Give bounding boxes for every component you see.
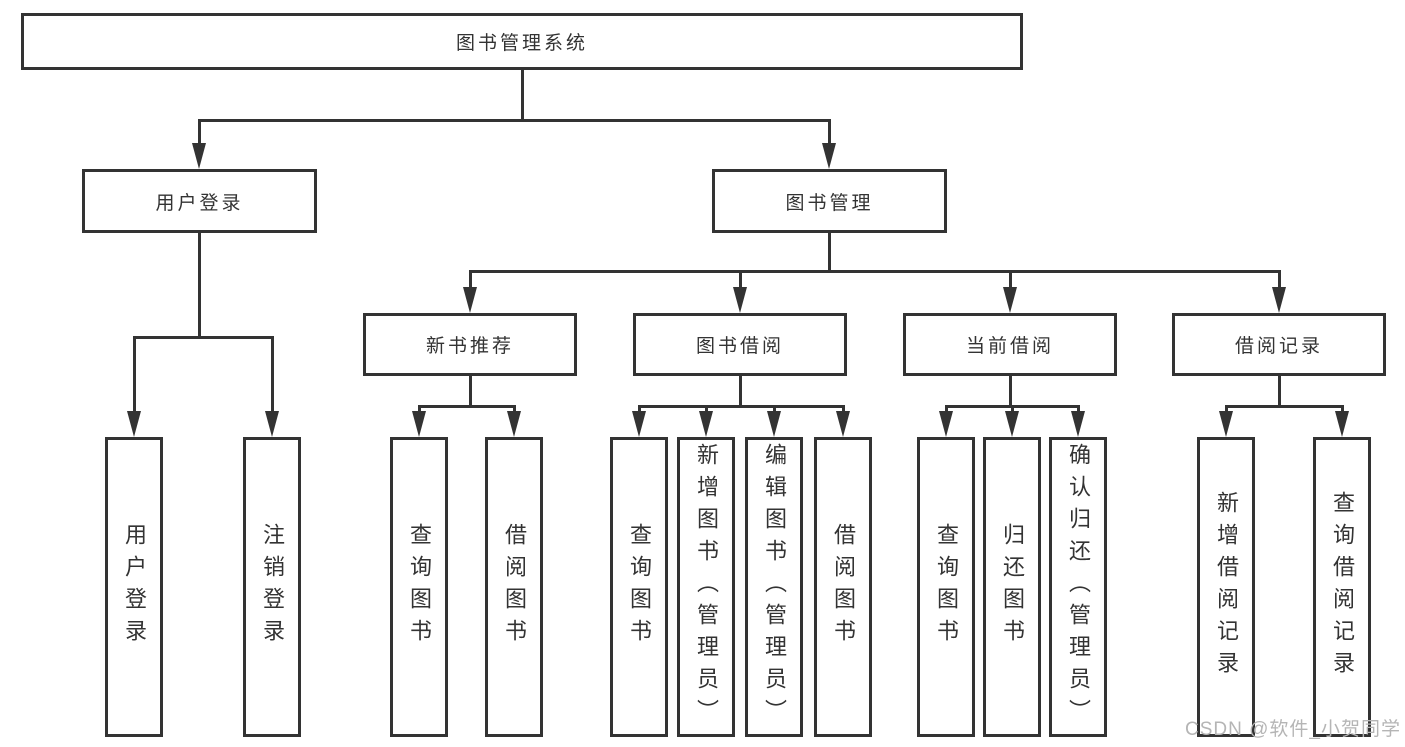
leaf-logout: 注销登录 [243, 437, 301, 737]
node-label: 图书管理系统 [455, 33, 588, 54]
node-label: 新增借阅记录 [1214, 491, 1239, 683]
leaf-user-login: 用户登录 [105, 437, 163, 737]
connector-line [637, 406, 641, 413]
connector-line [512, 406, 516, 413]
node-current-borrowing: 当前借阅 [903, 313, 1117, 376]
arrow-down-icon [1071, 411, 1085, 437]
connector-line [1076, 406, 1080, 413]
arrow-down-icon [1272, 287, 1286, 313]
leaf-query-borrow-record: 查询借阅记录 [1313, 437, 1371, 737]
leaf-add-books-admin: 新增图书（管理员） [677, 437, 735, 737]
arrow-down-icon [463, 287, 477, 313]
connector-line [197, 118, 831, 122]
connector-line [468, 269, 1281, 273]
leaf-confirm-return-admin: 确认归还（管理员） [1049, 437, 1107, 737]
connector-line [468, 271, 472, 289]
node-system-root: 图书管理系统 [21, 13, 1023, 70]
arrow-down-icon [733, 287, 747, 313]
leaf-edit-books-admin: 编辑图书（管理员） [745, 437, 803, 737]
node-new-book-recommend: 新书推荐 [363, 313, 577, 376]
arrow-down-icon [1335, 411, 1349, 437]
arrow-down-icon [1219, 411, 1233, 437]
arrow-down-icon [1005, 411, 1019, 437]
node-label: 图书管理 [785, 192, 874, 214]
node-label: 借阅图书 [502, 523, 527, 651]
connector-line [132, 337, 136, 413]
node-label: 查询借阅记录 [1330, 491, 1355, 683]
connector-line [827, 233, 831, 272]
connector-line [468, 376, 472, 407]
connector-line [270, 337, 274, 413]
node-label: 用户登录 [155, 192, 244, 214]
arrow-down-icon [127, 411, 141, 437]
connector-line [1224, 406, 1228, 413]
node-label: 借阅图书 [831, 523, 856, 651]
node-label: 用户登录 [122, 523, 147, 651]
connector-line [1277, 271, 1281, 289]
leaf-add-borrow-record: 新增借阅记录 [1197, 437, 1255, 737]
connector-line [637, 404, 845, 408]
leaf-borrow-books-recommend: 借阅图书 [485, 437, 543, 737]
connector-line [944, 406, 948, 413]
arrow-down-icon [836, 411, 850, 437]
leaf-return-books: 归还图书 [983, 437, 1041, 737]
connector-line [417, 406, 421, 413]
arrow-down-icon [265, 411, 279, 437]
node-label: 查询图书 [627, 523, 652, 651]
node-user-login: 用户登录 [82, 169, 317, 233]
connector-line [827, 120, 831, 145]
connector-line [520, 70, 524, 121]
node-label: 编辑图书（管理员） [762, 443, 787, 731]
connector-line [197, 233, 201, 338]
node-label: 查询图书 [407, 523, 432, 651]
arrow-down-icon [507, 411, 521, 437]
node-book-borrowing: 图书借阅 [633, 313, 847, 376]
connector-line [197, 120, 201, 145]
arrow-down-icon [699, 411, 713, 437]
arrow-down-icon [192, 143, 206, 169]
node-label: 新增图书（管理员） [694, 443, 719, 731]
node-borrowing-records: 借阅记录 [1172, 313, 1386, 376]
node-label: 图书借阅 [695, 336, 784, 357]
connector-line [1277, 376, 1281, 407]
connector-line [1010, 406, 1014, 413]
node-label: 当前借阅 [965, 336, 1054, 357]
arrow-down-icon [822, 143, 836, 169]
node-label: 新书推荐 [425, 336, 514, 357]
connector-line [772, 406, 776, 413]
connector-line [1008, 271, 1012, 289]
node-label: 借阅记录 [1234, 336, 1323, 357]
connector-line [1008, 376, 1012, 407]
connector-line [1224, 404, 1344, 408]
arrow-down-icon [632, 411, 646, 437]
arrow-down-icon [1003, 287, 1017, 313]
connector-line [841, 406, 845, 413]
arrow-down-icon [767, 411, 781, 437]
node-label: 归还图书 [1000, 523, 1025, 651]
connector-line [704, 406, 708, 413]
watermark: CSDN @软件_小贺同学 [1185, 719, 1401, 740]
leaf-query-books-current: 查询图书 [917, 437, 975, 737]
node-label: 注销登录 [260, 523, 285, 651]
leaf-query-books-borrowing: 查询图书 [610, 437, 668, 737]
leaf-query-books-recommend: 查询图书 [390, 437, 448, 737]
connector-line [738, 271, 742, 289]
connector-line [1340, 406, 1344, 413]
node-label: 确认归还（管理员） [1066, 443, 1091, 731]
connector-line [738, 376, 742, 407]
arrow-down-icon [939, 411, 953, 437]
leaf-borrow-books-borrowing: 借阅图书 [814, 437, 872, 737]
node-book-management: 图书管理 [712, 169, 947, 233]
node-label: 查询图书 [934, 523, 959, 651]
connector-line [417, 404, 516, 408]
arrow-down-icon [412, 411, 426, 437]
connector-line [132, 335, 274, 339]
